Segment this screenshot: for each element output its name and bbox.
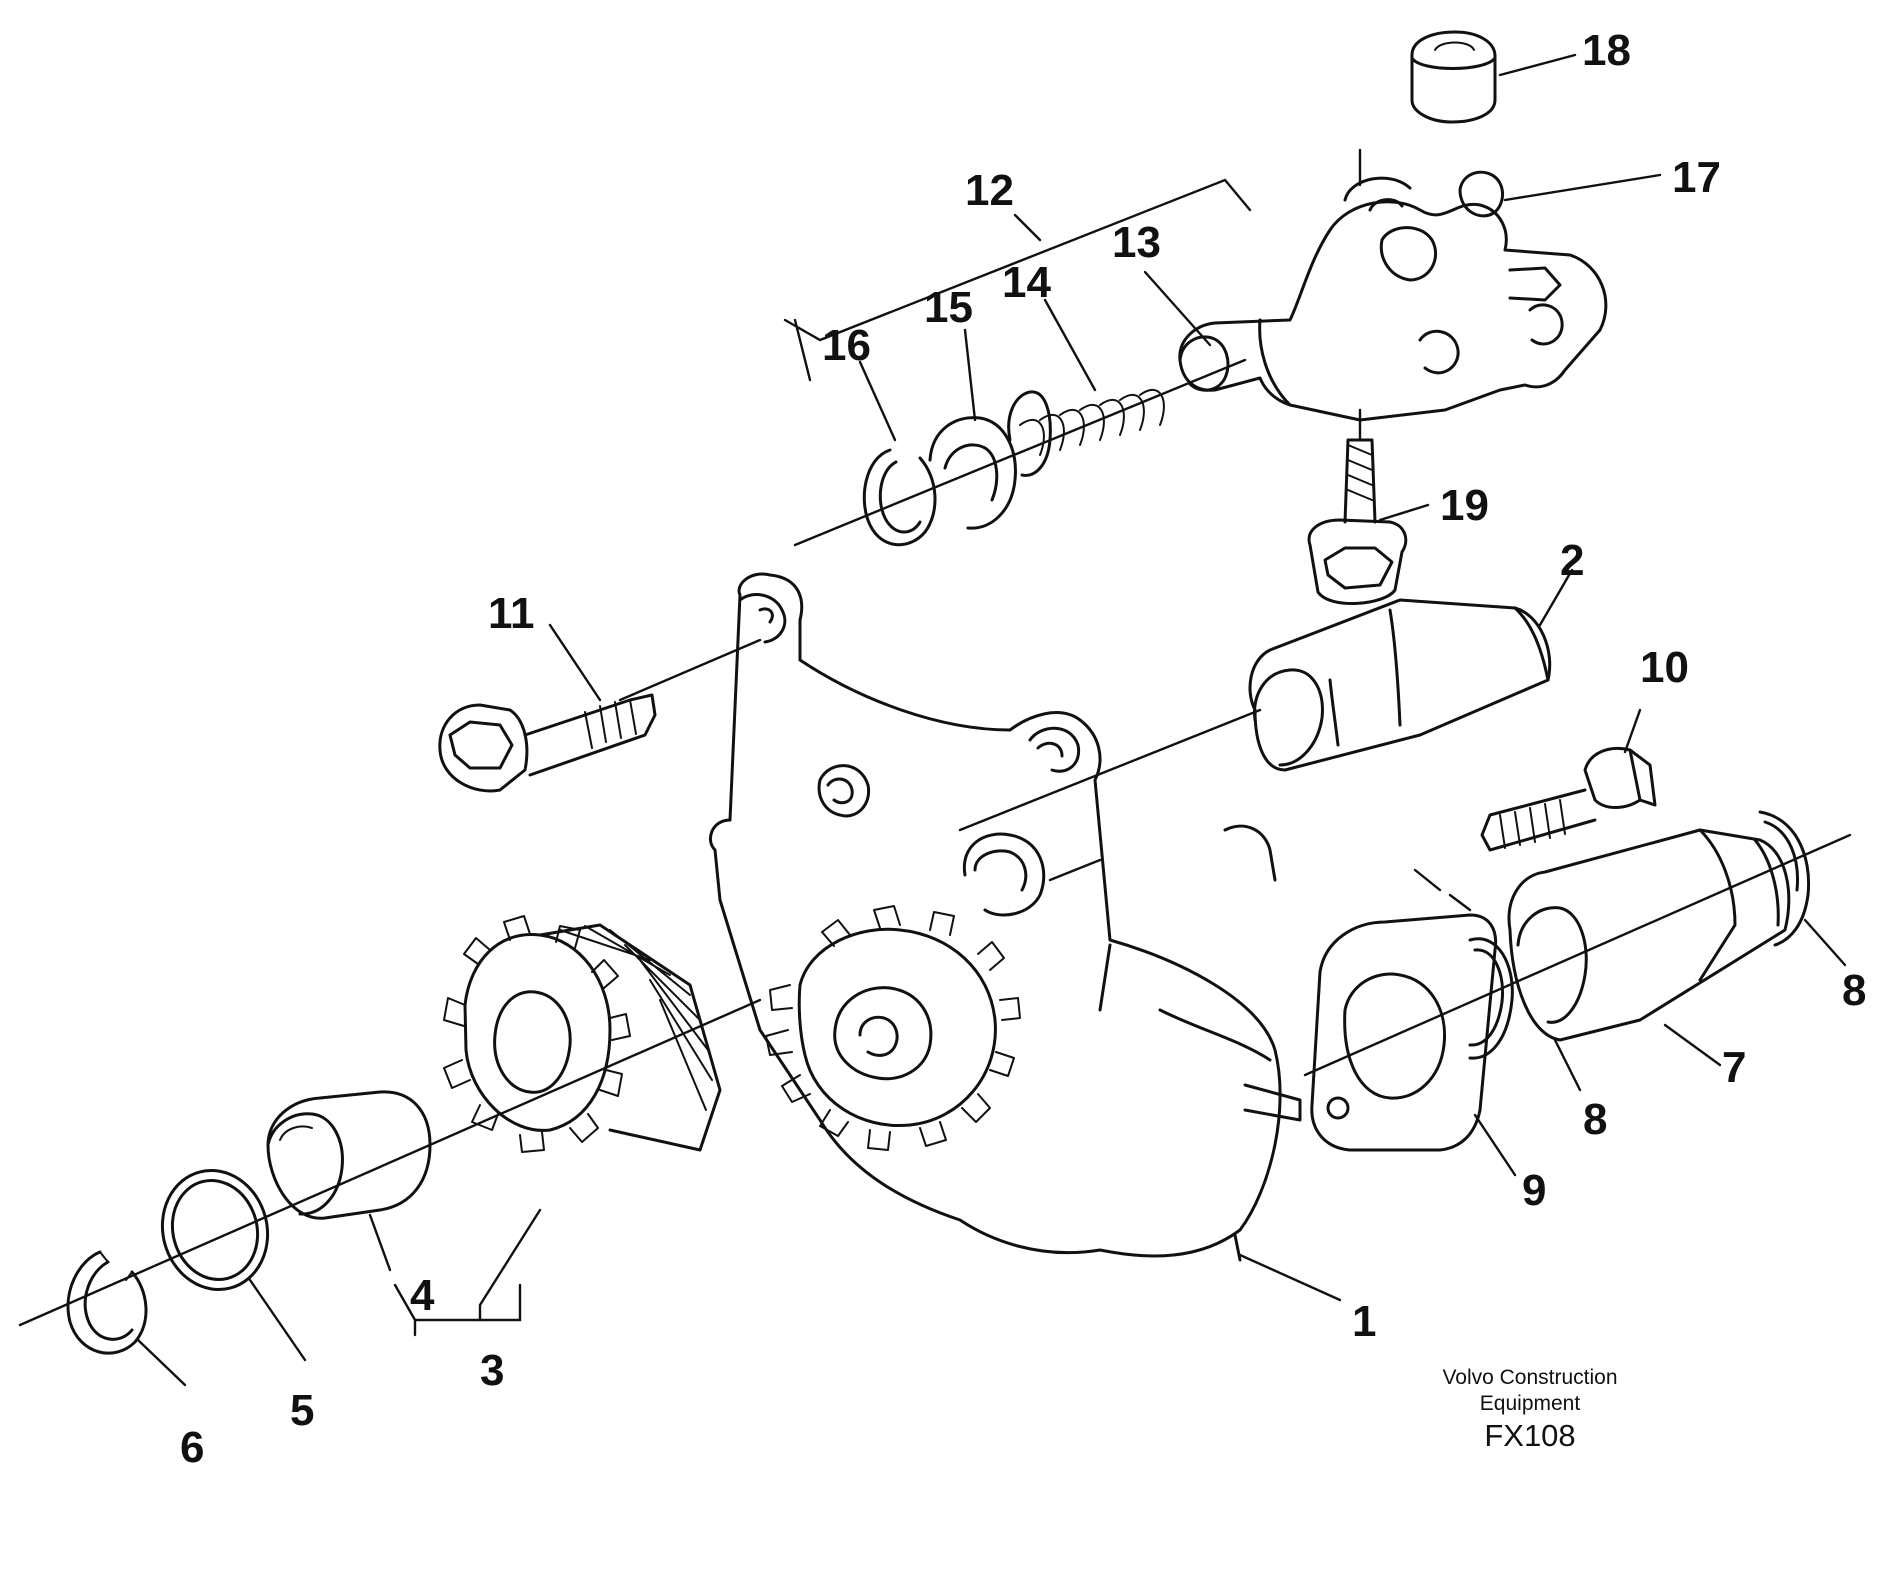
footer-figure-code: FX108 [1484, 1418, 1576, 1453]
part-17-plug [1458, 170, 1504, 218]
part-1-pump-housing [709, 572, 1302, 1262]
callout-9: 9 [1522, 1166, 1546, 1215]
part-6-snap-ring [66, 1250, 148, 1355]
part-10-bolt [1480, 746, 1657, 852]
callout-1: 1 [1352, 1297, 1376, 1346]
callout-5: 5 [290, 1386, 314, 1435]
part-8-rings [1468, 810, 1811, 1060]
callout-4: 4 [410, 1271, 435, 1320]
footer-company-line2: Equipment [1479, 1392, 1581, 1415]
footer-company-line1: Volvo Construction [1442, 1366, 1618, 1389]
callout-8a: 8 [1842, 966, 1866, 1015]
callout-14: 14 [1002, 258, 1051, 307]
part-7-sleeve [1507, 828, 1791, 1042]
part-16-retaining-ring [862, 448, 937, 547]
callout-12: 12 [965, 166, 1014, 215]
part-13-valve-body [1178, 176, 1608, 422]
callout-18: 18 [1582, 26, 1631, 75]
axis-lines [18, 148, 1852, 1327]
part-11-bolt [438, 693, 657, 793]
callout-8b: 8 [1583, 1095, 1607, 1144]
part-15-spring-cap [928, 416, 1017, 530]
callout-11: 11 [488, 589, 535, 638]
part-2-shaft [1248, 598, 1552, 772]
part-3-gear [443, 915, 722, 1153]
part-5-washer [160, 1169, 270, 1291]
leader-lines [136, 53, 1847, 1387]
callout-3: 3 [480, 1346, 504, 1395]
callout-13: 13 [1112, 218, 1161, 267]
callout-16: 16 [822, 321, 871, 370]
callout-15: 15 [924, 283, 973, 332]
part-19-bolt [1307, 438, 1408, 605]
callout-7: 7 [1722, 1043, 1746, 1092]
callout-6: 6 [180, 1423, 204, 1472]
callout-2: 2 [1560, 536, 1584, 585]
part-14-spring [1007, 388, 1165, 477]
callout-19: 19 [1440, 481, 1489, 530]
callout-10: 10 [1640, 643, 1689, 692]
callout-17: 17 [1672, 153, 1721, 202]
part-18-cap [1410, 30, 1497, 124]
part-9-gasket [1310, 913, 1498, 1152]
callouts: 1 2 3 4 5 6 7 8 8 9 10 11 12 13 14 15 16… [180, 26, 1866, 1472]
